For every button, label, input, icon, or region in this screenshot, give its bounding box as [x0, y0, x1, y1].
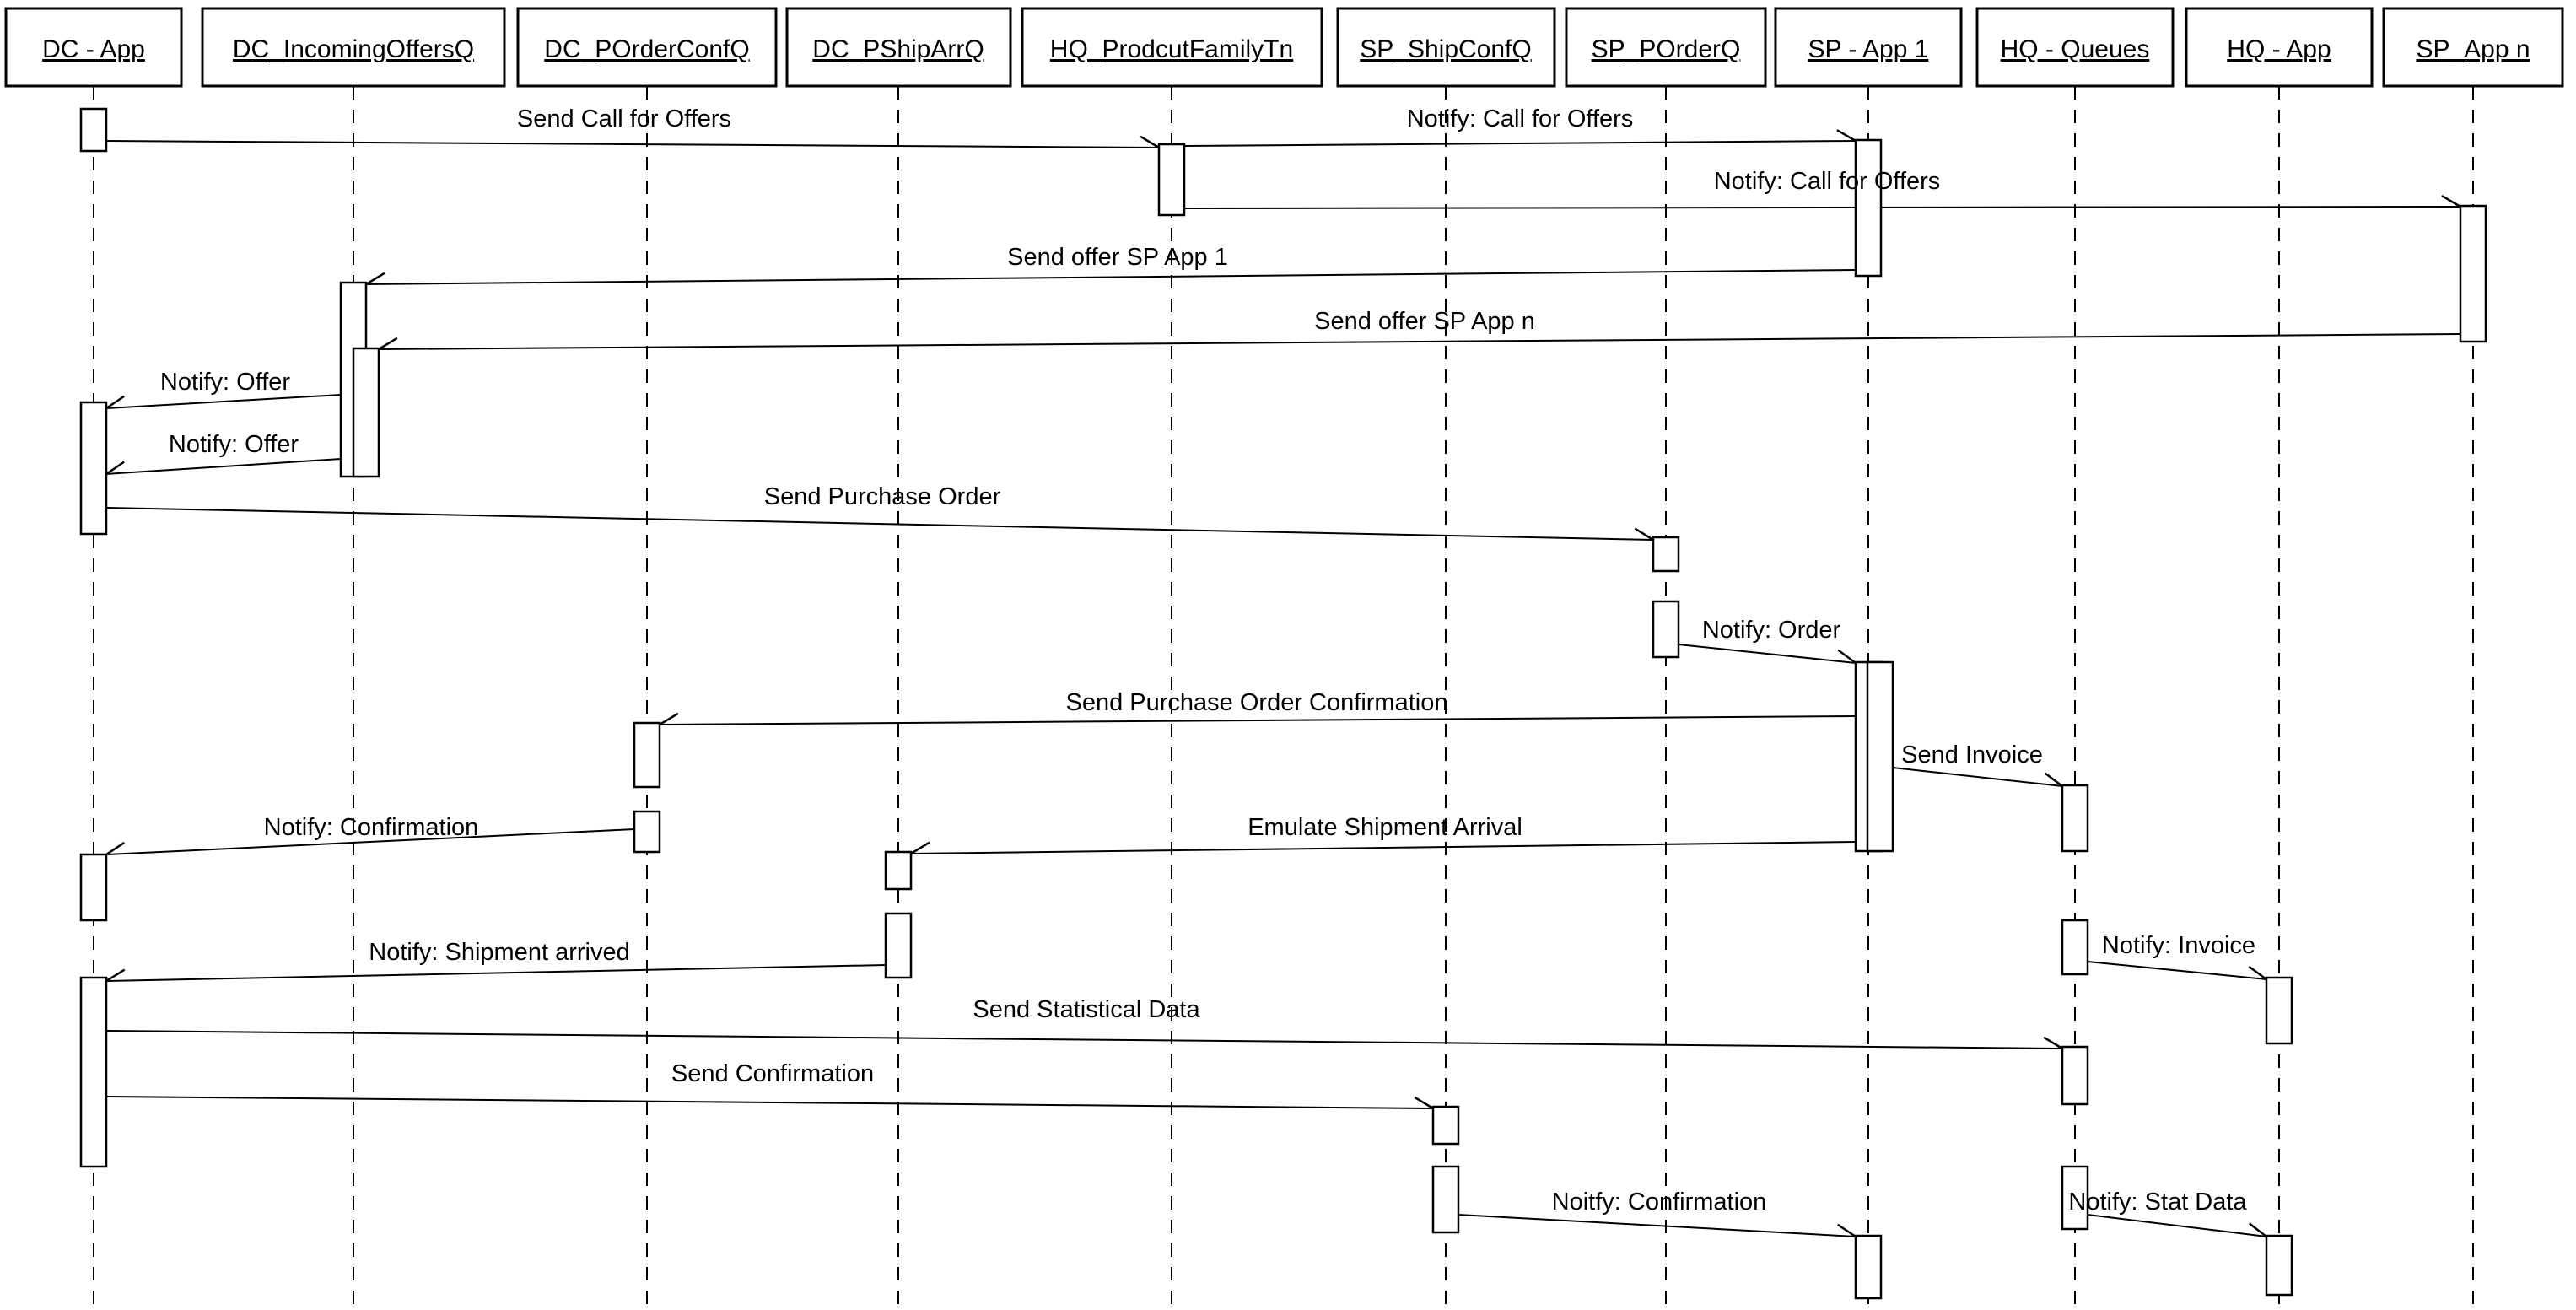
message-label-send-po-confirmation: Send Purchase Order Confirmation: [1066, 689, 1448, 716]
message-label-send-statistical-data: Send Statistical Data: [973, 996, 1200, 1023]
lifeline-header-hq-prodcut-family-tn: HQ_ProdcutFamilyTn: [1021, 7, 1323, 88]
activation-sp-app-n-1: [2459, 204, 2487, 343]
message-label-notify-call-for-offers-2: Notify: Call for Offers: [1714, 168, 1941, 195]
lifeline-header-dc-app: DC - App: [4, 7, 183, 88]
message-arrow-send-purchase-order: [105, 507, 1654, 542]
message-arrow-send-statistical-data: [105, 1030, 2063, 1050]
lifeline-header-box: [516, 7, 778, 88]
message-arrow-send-offer-sp-app-n: [378, 333, 2461, 351]
message-label-notify-confirmation: Notify: Confirmation: [264, 814, 479, 841]
lifeline-header-box: [785, 7, 1012, 88]
activation-hq-app-2: [2265, 1234, 2293, 1297]
message-label-notify-offer-1: Notify: Offer: [160, 369, 291, 396]
message-label-notify-invoice: Notify: Invoice: [2102, 932, 2255, 959]
message-arrow-send-confirmation: [105, 1096, 1434, 1110]
activation-dc-porder-conf-q-1: [633, 721, 661, 789]
message-label-notify-offer-2: Notify: Offer: [169, 431, 299, 458]
message-label-send-invoice: Send Invoice: [1901, 741, 2043, 768]
message-arrow-notify-offer-1: [105, 394, 342, 410]
activation-hq-app-1: [2265, 976, 2293, 1045]
lifeline-header-box: [201, 7, 506, 88]
message-labels: Send Call for Offers Notify: Call for Of…: [160, 105, 2255, 1216]
activations: [79, 107, 2487, 1300]
message-arrow-send-offer-sp-app-1: [365, 269, 1857, 286]
activation-hq-prodcut-family-tn-1: [1157, 143, 1186, 217]
lifeline-header-label: DC - App: [42, 35, 145, 63]
activation-dc-pship-arr-q-2: [884, 912, 913, 979]
lifeline-header-box: [4, 7, 183, 88]
lifeline-header-box: [1774, 7, 1963, 88]
lifeline-headers: DC - App DC_IncomingOffersQ DC_POrderCon…: [4, 7, 2564, 88]
message-arrow-notify-call-for-offers-1: [1183, 129, 1857, 147]
lifeline-header-box: [1565, 7, 1767, 88]
message-arrow-notify-invoice: [2087, 961, 2267, 981]
activation-hq-queues-4: [2061, 1165, 2089, 1231]
lifeline-header-sp-app-1: SP - App 1: [1774, 7, 1963, 88]
activation-dc-porder-conf-q-2: [633, 810, 661, 854]
message-arrow-notify-call-for-offers-2: [1183, 194, 2461, 209]
message-label-notify-call-for-offers-1: Notify: Call for Offers: [1407, 105, 1634, 132]
message-label-noitfy-confirmation: Noitfy: Confirmation: [1552, 1189, 1767, 1216]
message-label-send-offer-sp-app-1: Send offer SP App 1: [1007, 244, 1228, 271]
lifeline-header-label: DC_PShipArrQ: [812, 35, 984, 63]
activation-sp-porder-q-1: [1652, 536, 1680, 573]
lifeline-header-label: SP - App 1: [1808, 35, 1929, 63]
activation-dc-app-1: [79, 107, 108, 153]
activation-sp-app-1-3: [1854, 1234, 1883, 1300]
lifeline-header-label: DC_IncomingOffersQ: [233, 35, 474, 63]
message-arrow-noitfy-confirmation: [1458, 1214, 1857, 1238]
lifeline-header-hq-app: HQ - App: [2185, 7, 2374, 88]
lifeline-header-label: HQ - Queues: [2001, 35, 2150, 63]
message-arrow-notify-order: [1678, 644, 1857, 665]
message-arrow-send-call-for-offers: [105, 135, 1160, 149]
message-label-send-confirmation: Send Confirmation: [671, 1060, 874, 1087]
activation-dc-incoming-offers-q-2: [352, 347, 380, 478]
activation-hq-queues-1: [2061, 784, 2089, 853]
activation-dc-app-3: [79, 853, 108, 922]
lifeline-header-label: HQ_ProdcutFamilyTn: [1050, 35, 1293, 63]
activation-sp-ship-conf-q-1: [1431, 1105, 1460, 1146]
lifeline-header-box: [2185, 7, 2374, 88]
lifeline-header-sp-porder-q: SP_POrderQ: [1565, 7, 1767, 88]
message-arrow-emulate-shipment-arrival: [910, 841, 1857, 855]
activation-sp-app-1-2-nested: [1866, 660, 1894, 853]
lifeline-header-label: SP_POrderQ: [1592, 35, 1741, 63]
lifeline-header-dc-incoming-offers-q: DC_IncomingOffersQ: [201, 7, 506, 88]
lifeline-header-hq-queues: HQ - Queues: [1975, 7, 2175, 88]
lifeline-header-sp-ship-conf-q: SP_ShipConfQ: [1336, 7, 1556, 88]
message-label-notify-stat-data: Notify: Stat Data: [2068, 1189, 2247, 1216]
lifeline-header-box: [1975, 7, 2175, 88]
message-label-send-purchase-order: Send Purchase Order: [764, 483, 1001, 510]
activation-sp-app-1-1: [1854, 138, 1883, 278]
lifeline-header-box: [1021, 7, 1323, 88]
lifeline-header-label: SP_ShipConfQ: [1360, 35, 1531, 63]
activation-sp-porder-q-2: [1652, 600, 1680, 659]
lifeline-header-label: SP_App n: [2416, 35, 2530, 63]
activation-sp-ship-conf-q-2: [1431, 1165, 1460, 1234]
message-arrow-notify-offer-2: [105, 457, 354, 476]
lifeline-header-dc-porder-conf-q: DC_POrderConfQ: [516, 7, 778, 88]
lifeline-header-label: DC_POrderConfQ: [544, 35, 749, 63]
lifeline-header-box: [2382, 7, 2564, 88]
message-label-send-offer-sp-app-n: Send offer SP App n: [1314, 308, 1535, 335]
activation-hq-queues-3: [2061, 1045, 2089, 1106]
lifeline-header-sp-app-n: SP_App n: [2382, 7, 2564, 88]
message-label-emulate-shipment-arrival: Emulate Shipment Arrival: [1248, 814, 1522, 841]
activation-dc-app-4: [79, 976, 108, 1168]
activation-dc-app-2: [79, 401, 108, 536]
lifeline-header-box: [1336, 7, 1556, 88]
message-label-notify-shipment-arrived: Notify: Shipment arrived: [369, 939, 629, 966]
lifeline-header-label: HQ - App: [2227, 35, 2331, 63]
lifeline-header-dc-pship-arr-q: DC_PShipArrQ: [785, 7, 1012, 88]
message-lines: [105, 129, 2461, 1238]
message-arrow-notify-stat-data: [2087, 1214, 2267, 1237]
message-arrow-send-invoice: [1892, 767, 2063, 788]
message-arrow-send-po-confirmation: [659, 712, 1857, 726]
message-label-notify-order: Notify: Order: [1702, 617, 1841, 644]
activation-dc-pship-arr-q-1: [884, 850, 913, 891]
message-label-send-call-for-offers: Send Call for Offers: [517, 105, 731, 132]
message-arrow-notify-confirmation: [105, 828, 635, 856]
activation-hq-queues-2: [2061, 919, 2089, 976]
message-arrow-notify-shipment-arrived: [105, 964, 887, 983]
